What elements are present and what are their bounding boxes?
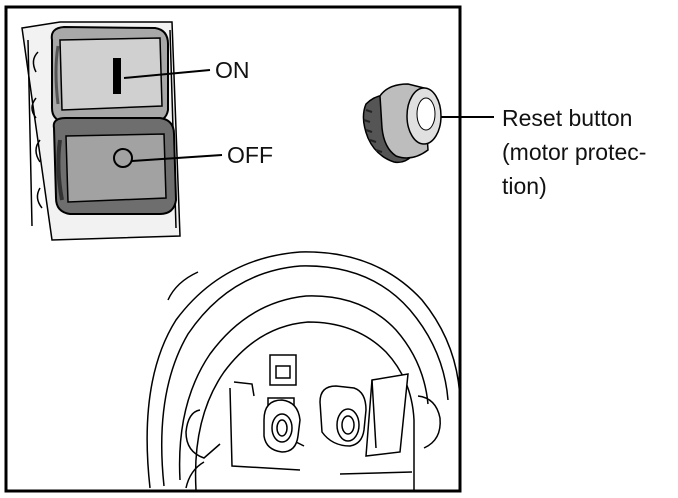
reset-label-line1: Reset button	[502, 105, 632, 131]
socket-pin-left	[263, 399, 301, 453]
socket-pin-right	[319, 385, 367, 447]
reset-label-line3: tion)	[502, 173, 547, 199]
off-symbol-icon	[113, 148, 133, 168]
on-leader-line	[123, 69, 211, 79]
off-leader-line	[131, 154, 223, 162]
reset-button[interactable]	[362, 83, 442, 164]
off-label: OFF	[227, 142, 273, 168]
reset-label-line2: (motor protec-	[502, 139, 646, 165]
on-switch-button[interactable]	[50, 25, 169, 123]
off-switch-button[interactable]	[52, 117, 178, 215]
on-label: ON	[215, 57, 250, 83]
on-symbol-icon	[113, 58, 121, 94]
earthing-contact-right	[365, 373, 409, 457]
